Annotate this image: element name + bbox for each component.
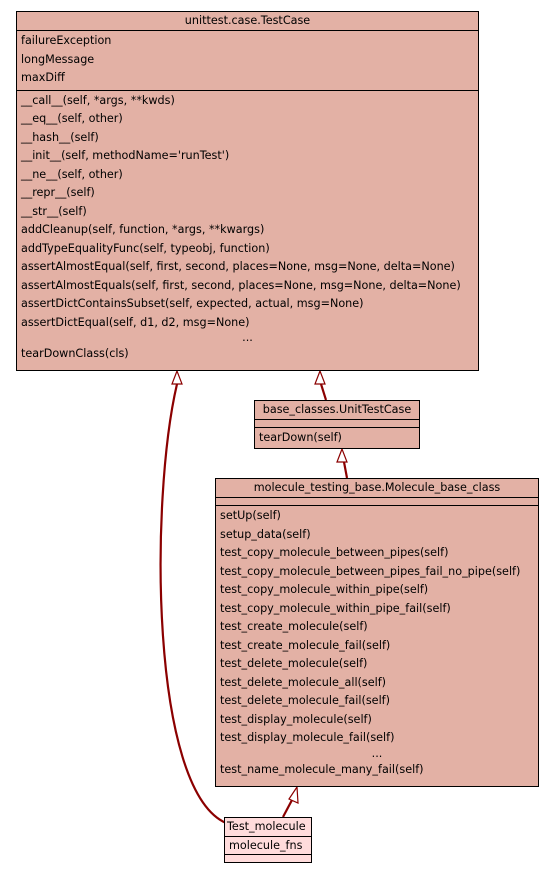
attribute: failureException — [21, 34, 112, 47]
attribute: maxDiff — [21, 71, 65, 84]
method: addCleanup(self, function, *args, **kwar… — [21, 223, 265, 236]
method: test_display_molecule_fail(self) — [220, 731, 395, 744]
class-test-molecule-title: Test_molecule — [225, 818, 311, 837]
class-unittestcase-attributes — [255, 420, 419, 428]
method: __eq__(self, other) — [21, 112, 123, 125]
class-unittestcase-methods: tearDown(self) — [255, 428, 419, 450]
class-unittestcase-title: base_classes.UnitTestCase — [255, 401, 419, 420]
method: tearDownClass(cls) — [21, 347, 129, 360]
method: test_delete_molecule_fail(self) — [220, 694, 390, 707]
class-test-molecule-attributes: molecule_fns — [225, 837, 311, 855]
class-testcase-methods: __call__(self, *args, **kwds) __eq__(sel… — [17, 91, 478, 366]
method: __call__(self, *args, **kwds) — [21, 93, 175, 107]
class-molecule-base-methods: setUp(self) setup_data(self) test_copy_m… — [216, 506, 538, 781]
method: test_create_molecule(self) — [220, 620, 368, 633]
class-testcase-attributes: failureException longMessage maxDiff — [17, 31, 478, 91]
attribute: molecule_fns — [229, 839, 303, 852]
class-test-molecule-methods — [225, 855, 311, 862]
method: assertAlmostEquals(self, first, second, … — [21, 278, 461, 292]
attribute: longMessage — [21, 52, 95, 66]
method: tearDown(self) — [259, 431, 342, 444]
method: test_name_molecule_many_fail(self) — [220, 762, 424, 776]
method: test_copy_molecule_within_pipe(self) — [220, 583, 429, 596]
edge-test-molecule-to-testcase — [159, 383, 227, 825]
method: __str__(self) — [21, 204, 87, 218]
method: __init__(self, methodName='runTest') — [21, 149, 230, 162]
method: __hash__(self) — [21, 130, 99, 144]
arrowhead-testcase-right — [314, 369, 326, 385]
class-unittestcase[interactable]: base_classes.UnitTestCase tearDown(self) — [254, 400, 420, 449]
class-testcase-title: unittest.case.TestCase — [17, 12, 478, 31]
method: setup_data(self) — [220, 527, 311, 541]
method: test_create_molecule_fail(self) — [220, 638, 391, 652]
method: test_copy_molecule_between_pipes(self) — [220, 546, 449, 559]
method: setUp(self) — [220, 509, 281, 522]
method: __ne__(self, other) — [21, 167, 123, 181]
class-testcase[interactable]: unittest.case.TestCase failureException … — [16, 11, 479, 371]
edge-unittestcase-to-testcase — [319, 383, 328, 401]
method: test_delete_molecule(self) — [220, 657, 368, 670]
method: assertDictContainsSubset(self, expected,… — [21, 297, 364, 310]
edge-molecule-base-to-unittestcase — [342, 461, 349, 479]
class-molecule-base-title: molecule_testing_base.Molecule_base_clas… — [216, 479, 538, 498]
method: test_copy_molecule_between_pipes_fail_no… — [220, 564, 521, 578]
method: __repr__(self) — [21, 186, 95, 199]
class-molecule-base[interactable]: molecule_testing_base.Molecule_base_clas… — [215, 478, 539, 787]
method: test_copy_molecule_within_pipe_fail(self… — [220, 601, 451, 615]
methods-ellipsis: ... — [242, 331, 253, 344]
methods-ellipsis: ... — [371, 746, 383, 760]
arrowhead-molecule-base — [288, 785, 299, 804]
edge-test-molecule-to-molecule-base — [282, 799, 293, 818]
method: assertAlmostEqual(self, first, second, p… — [21, 260, 455, 273]
class-molecule-base-attributes — [216, 498, 538, 506]
method: test_delete_molecule_all(self) — [220, 675, 387, 689]
class-test-molecule[interactable]: Test_molecule molecule_fns — [224, 817, 312, 863]
method: test_display_molecule(self) — [220, 712, 372, 726]
method: assertDictEqual(self, d1, d2, msg=None) — [21, 315, 250, 329]
arrowhead-testcase-left — [171, 369, 183, 385]
arrowhead-unittestcase — [336, 447, 348, 463]
method: addTypeEqualityFunc(self, typeobj, funct… — [21, 241, 270, 255]
